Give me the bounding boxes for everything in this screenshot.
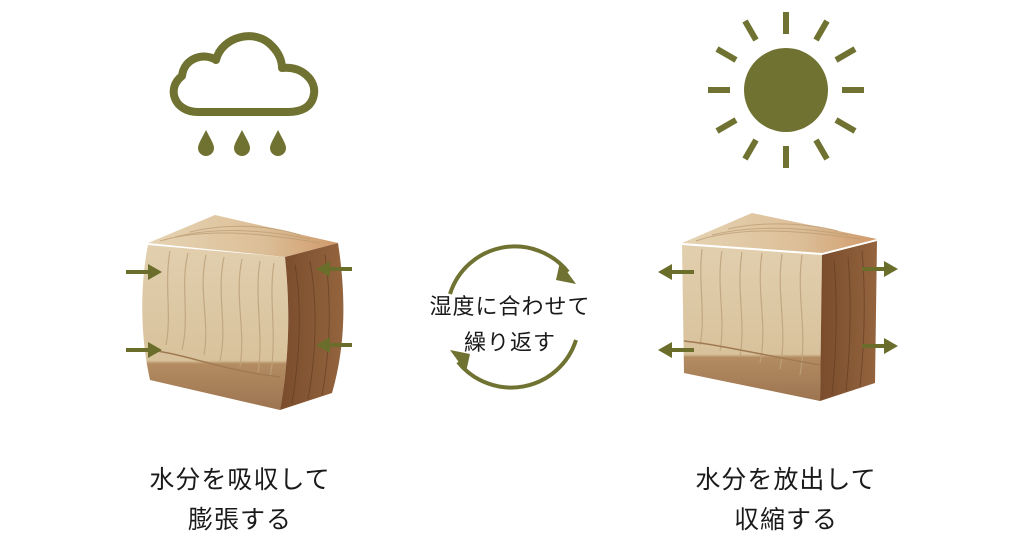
cycle-arrows-icon: [428, 232, 598, 402]
cycle-label: 湿度に合わせて 繰り返す: [412, 290, 608, 362]
outward-arrow: [656, 340, 694, 360]
outward-arrow: [862, 259, 900, 279]
cycle-label-line2: 繰り返す: [463, 331, 556, 356]
right-caption-line1: 水分を放出して: [695, 465, 877, 494]
left-caption-line1: 水分を吸収して: [149, 465, 331, 494]
inward-arrow: [314, 335, 352, 355]
outward-arrow: [862, 336, 900, 356]
rain-cloud-icon: [160, 22, 330, 162]
inward-arrow: [126, 340, 164, 360]
shrinking-wood-block: [672, 205, 892, 410]
right-caption-line2: 収縮する: [733, 505, 838, 534]
sun-icon: [706, 10, 866, 170]
outward-arrow: [656, 262, 694, 282]
cycle-label-line1: 湿度に合わせて: [429, 295, 591, 320]
left-caption: 水分を吸収して 膨張する: [110, 460, 370, 540]
right-caption: 水分を放出して 収縮する: [656, 460, 916, 540]
left-caption-line2: 膨張する: [187, 505, 292, 534]
expanding-wood-block: [120, 205, 360, 415]
inward-arrow: [314, 259, 352, 279]
inward-arrow: [126, 262, 164, 282]
